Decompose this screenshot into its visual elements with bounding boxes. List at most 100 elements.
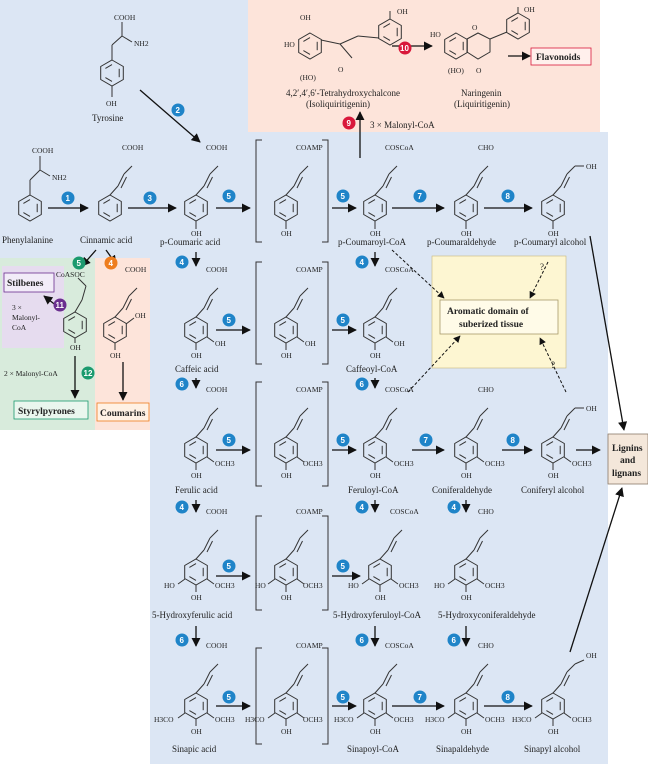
aromatic-domain-label-box <box>439 299 559 335</box>
hydroxyconiferaldehyde-label: 5-Hydroxyconiferaldehyde <box>438 610 535 620</box>
sinapic-oh: OH <box>191 727 202 736</box>
coamp-3-oh: OH <box>281 471 292 480</box>
caffeic-oh-right: OH <box>215 339 226 348</box>
caffeic-cooh: COOH <box>206 265 228 274</box>
sinapyl-h3co: H3CO <box>512 715 532 724</box>
enzyme-4-marker-orange: 4 <box>104 256 118 270</box>
svg-text:6: 6 <box>360 380 365 389</box>
coumarin-cooh: COOH <box>125 265 147 274</box>
naringenin-ho-paren: (HO) <box>448 66 464 75</box>
p-coumaroyl-coa-structure: COSCoA OH p-Coumaroyl-CoA <box>338 143 414 247</box>
naringenin-label-2: (Liquiritigenin) <box>454 99 510 109</box>
hydroxyferulic-ho: HO <box>164 581 175 590</box>
sinapic-label: Sinapic acid <box>172 744 217 754</box>
coamp-4-ho: HO <box>255 581 266 590</box>
sinapyl-och3: OCH3 <box>572 715 592 724</box>
naringenin-ho: HO <box>430 30 441 39</box>
styrylpyrones-box <box>13 400 89 420</box>
coamp-5-h3co: H3CO <box>245 715 265 724</box>
lignins-box <box>607 433 648 485</box>
malonyl-2x-label: 2 × Malonyl-CoA <box>4 369 58 378</box>
svg-text:5: 5 <box>341 316 346 325</box>
coamp-1-oh: OH <box>281 229 292 238</box>
enzyme-6-marker-d: 6 <box>355 633 369 647</box>
hydroxyconiferaldehyde-oh: OH <box>461 593 472 602</box>
enzyme-1-marker: 1 <box>61 191 75 205</box>
coniferaldehyde-cho: CHO <box>478 385 494 394</box>
hydroxyferulic-och3: OCH3 <box>215 581 235 590</box>
enzyme-5-marker-green: 5 <box>72 256 86 270</box>
hydroxyferuloyl-coa-label: 5-Hydroxyferuloyl-CoA <box>333 610 421 620</box>
svg-text:6: 6 <box>180 636 185 645</box>
p-coumaraldehyde-cho: CHO <box>478 143 494 152</box>
hydroxyferulic-label: 5-Hydroxyferulic acid <box>152 610 233 620</box>
caffeic-label: Caffeic acid <box>175 364 219 374</box>
arrow-pcoumalc-lignin <box>589 235 628 431</box>
coniferaldehyde-label: Coniferaldehyde <box>432 485 492 495</box>
sinapaldehyde-oh: OH <box>461 727 472 736</box>
blue-panel-right <box>150 132 608 764</box>
p-coumaroyl-oh: OH <box>370 229 381 238</box>
sinapic-h3co: H3CO <box>154 715 174 724</box>
dash-alc-aromatic <box>529 261 549 299</box>
svg-text:5: 5 <box>227 693 232 702</box>
ferulic-cooh: COOH <box>206 385 228 394</box>
feruloyl-coscoa: COSCoA <box>385 385 414 394</box>
svg-text:7: 7 <box>418 693 423 702</box>
chalcone-oh-right: OH <box>397 7 408 16</box>
svg-text:4: 4 <box>360 503 365 512</box>
feruloyl-coa-structure: COSCoA OCH3 OH Feruloyl-CoA <box>348 385 414 495</box>
cinnamic-label: Cinnamic acid <box>80 235 133 245</box>
svg-text:3: 3 <box>148 194 153 203</box>
enzyme-2-marker: 2 <box>171 103 185 117</box>
coniferaldehyde-och3: OCH3 <box>485 459 505 468</box>
aromatic-domain-label-1: Aromatic domain of <box>447 307 529 317</box>
ferulic-structure: COOH OCH3 OH Ferulic acid <box>175 385 235 495</box>
coumaroyl-coa-small: CoASOC OH <box>56 270 87 352</box>
coniferyl-oh: OH <box>548 471 559 480</box>
coamp-intermediate-3: COAMP OCH3 OH <box>255 381 329 487</box>
dash-coa-aromatic <box>391 249 445 299</box>
coamp-5-group: COAMP <box>296 641 323 650</box>
question-mark-1: ? <box>540 262 544 272</box>
enzyme-9-marker: 9 <box>342 116 356 130</box>
p-coumaric-label: p-Coumaric acid <box>160 237 221 247</box>
sinapaldehyde-label: Sinapaldehyde <box>436 744 489 754</box>
phenylalanine-cooh: COOH <box>32 146 54 155</box>
hydroxyferuloyl-coa-structure: COSCoA OCH3 HO OH 5-Hydroxyferuloyl-CoA <box>333 507 421 620</box>
caffeoyl-oh-right: OH <box>394 339 405 348</box>
caffeoyl-coa-label: Caffeoyl-CoA <box>346 364 398 374</box>
sinapaldehyde-cho: CHO <box>478 641 494 650</box>
coasoc-group: CoASOC <box>56 270 85 279</box>
flavonoids-label: Flavonoids <box>536 53 581 63</box>
naringenin-oh: OH <box>524 5 535 14</box>
flavonoid-panel <box>248 0 600 132</box>
svg-text:6: 6 <box>452 636 457 645</box>
coniferyl-alcohol-label: Coniferyl alcohol <box>521 485 585 495</box>
coamp-intermediate-1: COAMP OH <box>255 139 329 243</box>
enzyme-6-marker-a: 6 <box>175 377 189 391</box>
enzyme-7-marker-b: 7 <box>419 433 433 447</box>
enzyme-3-marker: 3 <box>143 191 157 205</box>
coumarin-oh-right: OH <box>135 311 146 320</box>
phenylalanine-nh2: NH2 <box>52 173 67 182</box>
sinapoyl-coa-structure: COSCoA OCH3 H3CO OH Sinapoyl-CoA <box>334 641 414 754</box>
enzyme-4-marker-c: 4 <box>175 500 189 514</box>
reaction-arrows <box>43 41 628 711</box>
svg-text:8: 8 <box>506 192 511 201</box>
chalcone-ho-paren: (HO) <box>300 73 316 82</box>
coamp-intermediate-2: COAMP OH OH <box>255 261 329 365</box>
coumarins-label: Coumarins <box>100 409 146 419</box>
enzyme-5-marker-j: 5 <box>336 690 350 704</box>
hydroxyconiferaldehyde-ho: HO <box>434 581 445 590</box>
enzyme-5-marker-i: 5 <box>222 690 236 704</box>
coamp-intermediate-5: COAMP OCH3 H3CO OH <box>245 641 329 745</box>
coniferyl-alcohol-structure: OH OCH3 OH Coniferyl alcohol <box>521 404 597 495</box>
enzyme-5-marker-d: 5 <box>336 313 350 327</box>
svg-text:5: 5 <box>341 192 346 201</box>
phenylalanine-label: Phenylalanine <box>2 235 53 245</box>
coamp-4-group: COAMP <box>296 507 323 516</box>
cinnamic-cooh: COOH <box>122 143 144 152</box>
hydroxyferuloyl-oh: OH <box>375 593 386 602</box>
ferulic-oh: OH <box>191 471 202 480</box>
